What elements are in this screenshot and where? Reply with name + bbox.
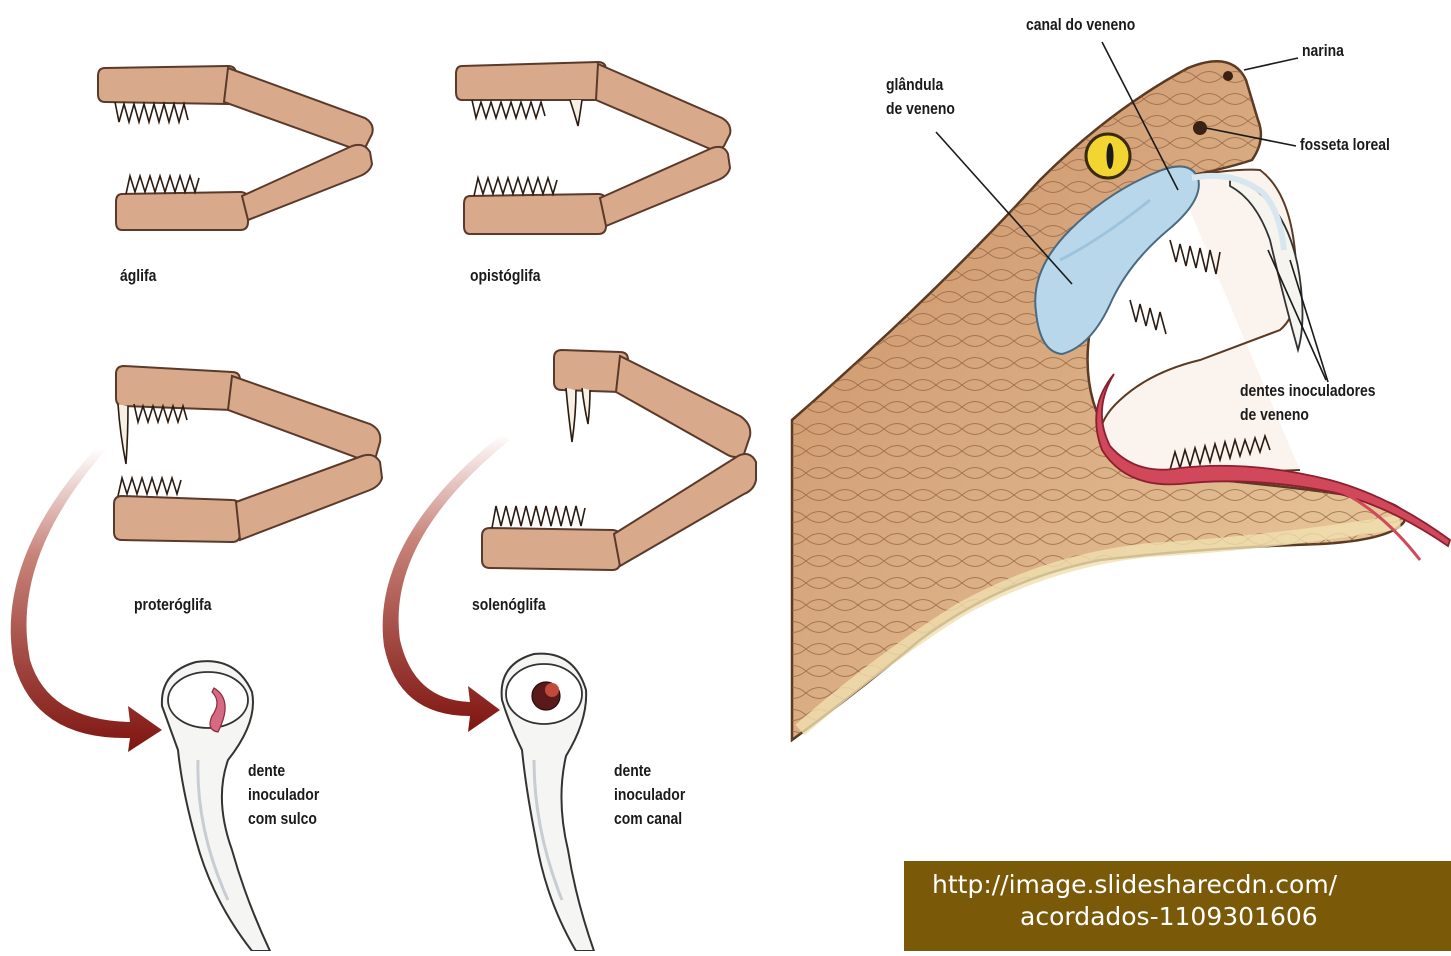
- fang-sulco-line1: dente: [248, 760, 285, 782]
- label-fosseta-loreal: fosseta loreal: [1300, 134, 1390, 156]
- label-opistoglifa: opistóglifa: [470, 265, 540, 287]
- jaw-proteroglifa: [114, 366, 382, 542]
- fang-canal-line1: dente: [614, 760, 651, 782]
- source-text: http://image.slidesharecdn.com/ acordado…: [932, 869, 1451, 933]
- jaw-opistoglifa: [456, 62, 730, 234]
- label-glandula-line2: de veneno: [886, 98, 955, 120]
- source-line1: http://image.slidesharecdn.com/: [932, 869, 1451, 901]
- jaw-aglifa: [98, 66, 373, 230]
- fang-sulco-line3: com sulco: [248, 808, 317, 830]
- label-canal-do-veneno: canal do veneno: [1026, 14, 1135, 36]
- label-dentes-line1: dentes inoculadores: [1240, 380, 1376, 402]
- label-glandula-line1: glândula: [886, 74, 943, 96]
- label-proteroglifa: proteróglifa: [134, 594, 211, 616]
- fang-canal-line3: com canal: [614, 808, 682, 830]
- source-caption: http://image.slidesharecdn.com/ acordado…: [904, 861, 1451, 951]
- fang-sulco: [162, 661, 270, 951]
- label-narina: narina: [1302, 40, 1344, 62]
- label-aglifa: áglifa: [120, 265, 156, 287]
- label-dentes-line2: de veneno: [1240, 404, 1309, 426]
- jaw-solenoglifa: [482, 350, 756, 570]
- fang-canal-line2: inoculador: [614, 784, 685, 806]
- source-line2: acordados-1109301606: [932, 901, 1451, 933]
- label-solenoglifa: solenóglifa: [472, 594, 546, 616]
- arrow-solenoglifa: [383, 434, 510, 732]
- fang-sulco-line2: inoculador: [248, 784, 319, 806]
- fang-canal: [502, 654, 594, 951]
